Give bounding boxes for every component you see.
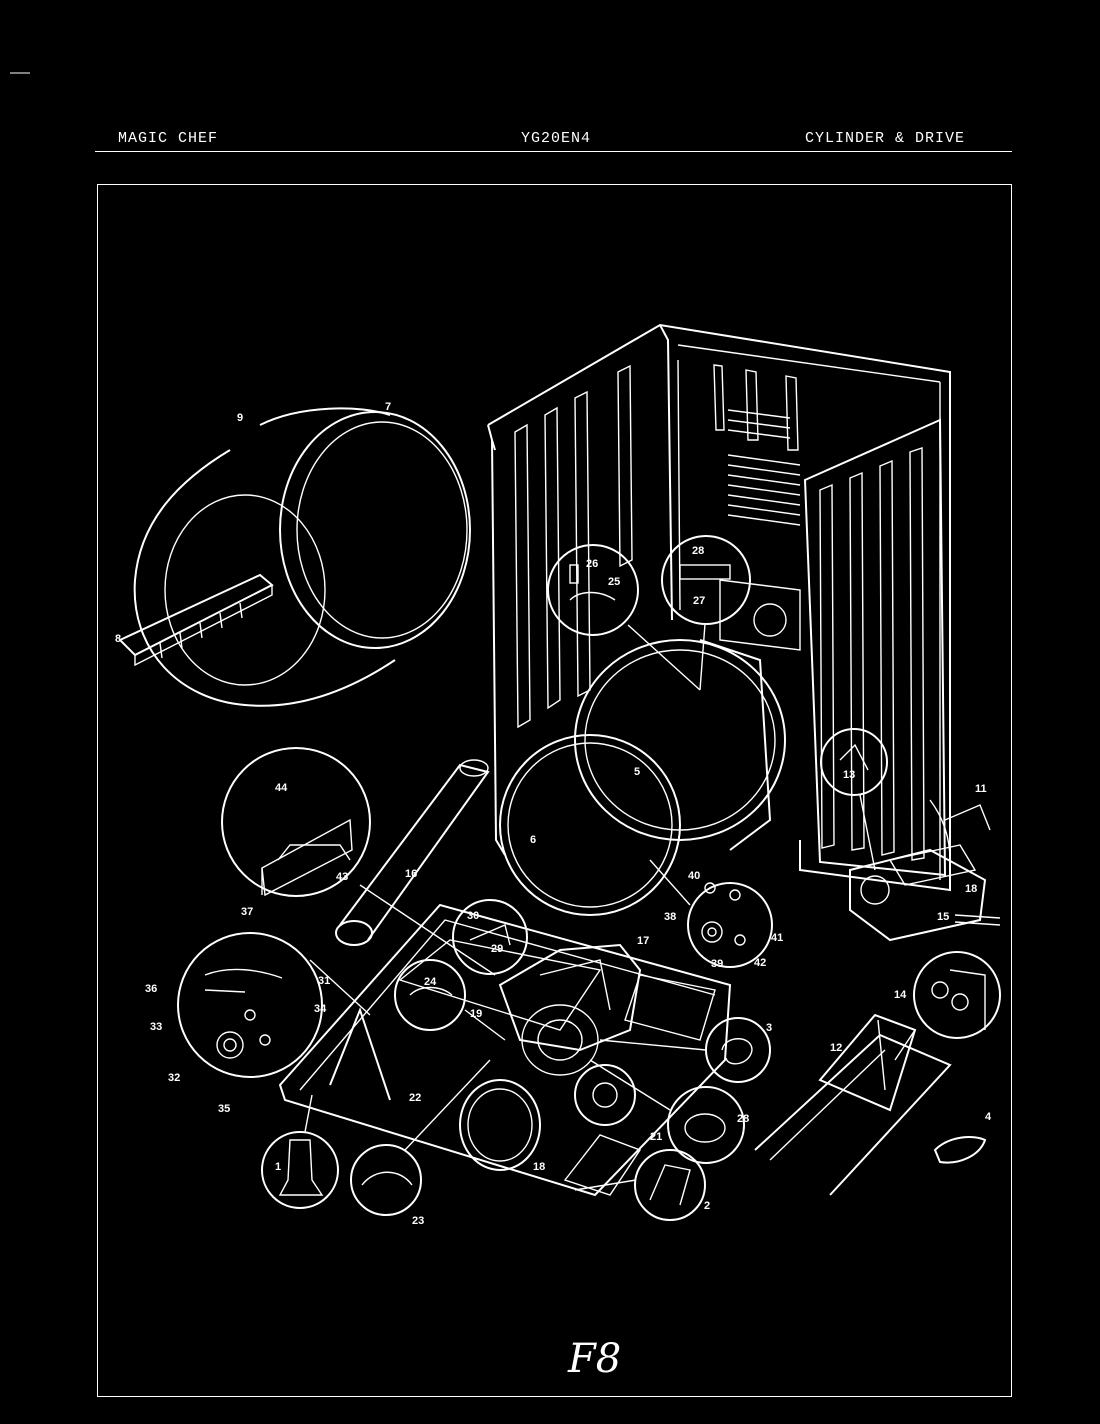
callout-21: 21 <box>650 1131 662 1143</box>
header-rule <box>95 151 1012 152</box>
callout-8: 8 <box>115 633 121 645</box>
callout-labels: 1 2 3 4 5 6 7 8 9 11 12 13 14 15 16 17 1… <box>115 401 992 1227</box>
detail-circle-20 <box>667 1086 745 1164</box>
callout-44: 44 <box>275 782 288 794</box>
cabinet-drawing <box>487 323 951 892</box>
brand-label: MAGIC CHEF <box>118 130 219 147</box>
callout-30: 30 <box>467 910 479 922</box>
detail-circle-27-28 <box>661 535 751 625</box>
detail-circle-14 <box>913 951 1001 1039</box>
callout-4: 4 <box>985 1111 992 1123</box>
callout-9: 9 <box>237 412 243 424</box>
callout-33: 33 <box>150 1021 162 1033</box>
section-label: CYLINDER & DRIVE <box>805 130 966 147</box>
callout-38: 38 <box>664 911 676 923</box>
callout-15: 15 <box>937 911 949 923</box>
callout-27: 27 <box>693 595 705 607</box>
base-drawing <box>278 903 732 1197</box>
callout-35: 35 <box>218 1103 230 1115</box>
callout-17: 17 <box>637 935 649 947</box>
callout-28-detail: 28 <box>692 545 704 557</box>
callout-14: 14 <box>894 989 907 1001</box>
model-label: YG20EN4 <box>521 130 592 147</box>
callout-13: 13 <box>843 769 855 781</box>
callout-6: 6 <box>530 834 536 846</box>
diagram-frame <box>97 184 1012 1397</box>
callout-5: 5 <box>634 766 640 778</box>
drum-drawing <box>118 407 471 707</box>
callout-1: 1 <box>275 1161 281 1173</box>
detail-circle-25-26 <box>547 544 639 636</box>
detail-circle-29-30 <box>452 899 528 975</box>
callout-34: 34 <box>314 1003 327 1015</box>
callout-12: 12 <box>830 1042 842 1054</box>
part-4-drawing <box>933 1136 987 1164</box>
callout-43: 43 <box>336 871 348 883</box>
detail-circle-38-42 <box>687 882 773 968</box>
callout-41: 41 <box>771 932 783 944</box>
cabinet-louvers <box>727 409 801 526</box>
callout-40: 40 <box>688 870 700 882</box>
callout-7: 7 <box>385 401 391 413</box>
detail-circle-13 <box>820 728 888 796</box>
duct-tube-drawing <box>335 759 490 946</box>
callout-37: 37 <box>241 906 253 918</box>
callout-28-base: 28 <box>737 1113 749 1125</box>
callout-18-idler: 18 <box>965 883 977 895</box>
detail-circle-24 <box>394 959 466 1031</box>
detail-circle-43-44 <box>221 747 371 897</box>
bulkhead-drawing <box>499 639 786 916</box>
detail-circle-3 <box>705 1017 771 1083</box>
idler-assembly-drawing <box>849 799 1001 942</box>
callout-11: 11 <box>975 783 987 795</box>
callout-18-base: 18 <box>533 1161 545 1173</box>
callout-29: 29 <box>491 943 503 955</box>
leader-lines <box>304 623 916 1191</box>
detail-circle-23 <box>350 1144 422 1216</box>
callout-31: 31 <box>318 975 330 987</box>
detail-circles <box>177 535 1001 1221</box>
detail-circle-2 <box>634 1149 706 1221</box>
detail-circle-31-37 <box>177 932 323 1078</box>
callout-32: 32 <box>168 1072 180 1084</box>
callout-2: 2 <box>704 1200 710 1212</box>
detail-circle-1 <box>261 1131 339 1209</box>
callout-26: 26 <box>586 558 598 570</box>
blower-assembly-drawing <box>498 943 642 1076</box>
callout-19: 19 <box>470 1008 482 1020</box>
callout-42: 42 <box>754 957 766 969</box>
callout-16: 16 <box>405 868 417 880</box>
callout-23: 23 <box>412 1215 424 1227</box>
callout-25: 25 <box>608 576 620 588</box>
callout-24: 24 <box>424 976 437 988</box>
callout-22: 22 <box>409 1092 421 1104</box>
callout-3: 3 <box>766 1022 772 1034</box>
callout-39: 39 <box>711 958 723 970</box>
page-mark: F8 <box>567 1336 621 1382</box>
bracket-drawing <box>754 1013 952 1196</box>
callout-36: 36 <box>145 983 157 995</box>
